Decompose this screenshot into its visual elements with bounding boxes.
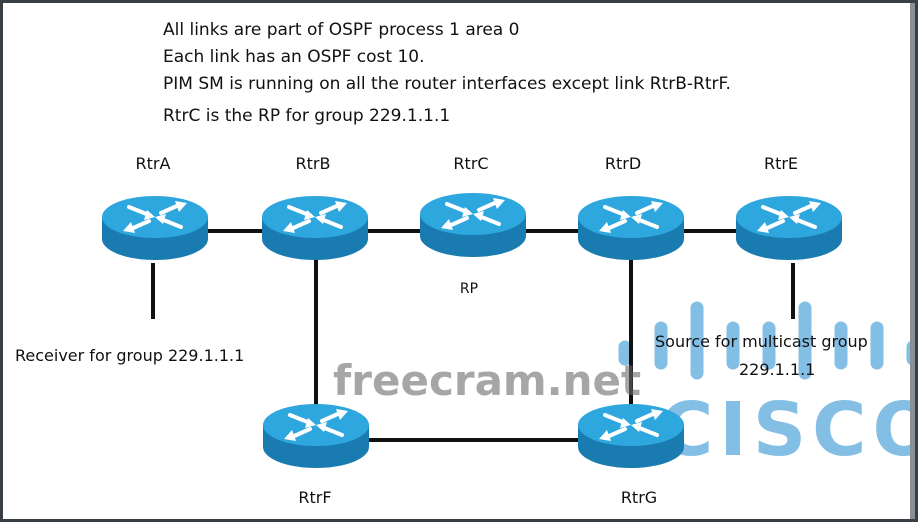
note-ospf-area: All links are part of OSPF process 1 are… bbox=[163, 20, 519, 40]
freecram-watermark: freecram.net bbox=[333, 356, 641, 405]
label-rp: RP bbox=[460, 281, 478, 297]
label-receiver: Receiver for group 229.1.1.1 bbox=[15, 346, 244, 365]
router-rtre-icon[interactable] bbox=[734, 194, 844, 262]
label-rtrc: RtrC bbox=[453, 154, 488, 173]
label-rtrf: RtrF bbox=[298, 488, 331, 507]
router-rtrb-icon[interactable] bbox=[260, 194, 370, 262]
router-rtrf-icon[interactable] bbox=[261, 402, 371, 470]
note-pim-sm: PIM SM is running on all the router inte… bbox=[163, 74, 731, 94]
note-rp: RtrC is the RP for group 229.1.1.1 bbox=[163, 106, 450, 126]
label-source: Source for multicast group bbox=[655, 332, 868, 351]
note-ospf-cost: Each link has an OSPF cost 10. bbox=[163, 47, 425, 67]
router-rtrd-icon[interactable] bbox=[576, 194, 686, 262]
label-rtra: RtrA bbox=[136, 154, 171, 173]
label-source-group: 229.1.1.1 bbox=[739, 360, 815, 379]
cisco-logo-text: CISCO bbox=[659, 387, 918, 473]
router-rtrc-icon[interactable] bbox=[418, 191, 528, 259]
label-rtrd: RtrD bbox=[605, 154, 641, 173]
label-rtrb: RtrB bbox=[296, 154, 331, 173]
label-rtrg: RtrG bbox=[621, 488, 657, 507]
router-rtra-icon[interactable] bbox=[100, 194, 210, 262]
label-rtre: RtrE bbox=[764, 154, 798, 173]
router-rtrg-icon[interactable] bbox=[576, 402, 686, 470]
cisco-logo-watermark: CISCO bbox=[618, 301, 918, 473]
topology: CISCO All links are part of OSPF process… bbox=[15, 20, 918, 507]
